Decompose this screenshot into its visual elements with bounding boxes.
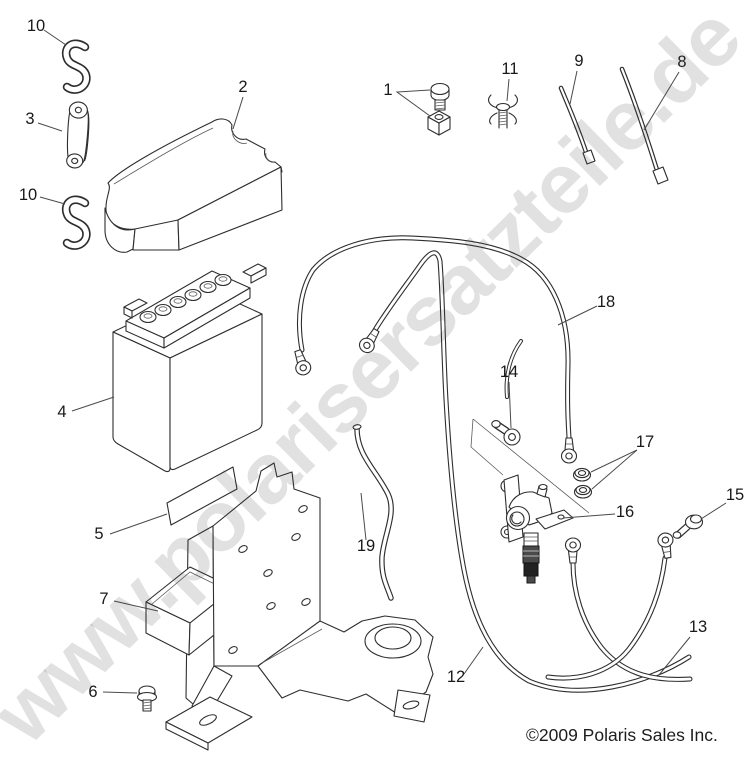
flange-nut [572, 467, 592, 482]
ring-terminal [560, 437, 578, 464]
battery [112, 263, 267, 473]
ring-terminal [294, 349, 312, 376]
callout-10b: 10 [19, 186, 37, 204]
callout-5: 5 [94, 525, 103, 543]
s-hook-top [61, 39, 91, 94]
callout-6: 6 [88, 683, 97, 701]
callout-7: 7 [99, 590, 108, 608]
s-hook-bottom [61, 195, 91, 250]
callout-1: 1 [383, 81, 392, 99]
solenoid [500, 474, 574, 584]
flange-bolt-6 [136, 685, 158, 712]
mount-panel-outline [470, 418, 590, 514]
callout-13: 13 [689, 618, 707, 636]
battery-pad [166, 466, 238, 526]
battery-strap-link [66, 101, 90, 169]
solenoid-cable [545, 555, 668, 681]
leader-lines [37, 29, 727, 694]
callout-17: 17 [636, 433, 654, 451]
battery-cable-18 [296, 235, 572, 441]
callout-3: 3 [25, 110, 34, 128]
hold-down-rod-9 [558, 85, 596, 165]
callouts: 10 3 10 2 4 5 7 6 1 11 9 8 18 14 17 16 1… [19, 17, 744, 701]
callout-11: 11 [501, 60, 518, 78]
callout-18: 18 [597, 293, 615, 311]
flange-nut [573, 484, 593, 499]
battery-cover [104, 118, 283, 253]
callout-2: 2 [238, 78, 247, 96]
battery-cable-13 [570, 560, 693, 682]
ring-terminal [657, 532, 674, 559]
battery-tray-bracket [145, 462, 434, 751]
copyright-text: ©2009 Polaris Sales Inc. [526, 725, 718, 745]
callout-19: 19 [357, 537, 375, 555]
vent-tube-19 [352, 424, 394, 601]
callout-9: 9 [574, 52, 583, 70]
callout-14: 14 [500, 363, 518, 381]
hold-down-rod-8 [619, 66, 669, 185]
ring-terminal [564, 537, 582, 564]
hex-bolt-15 [672, 514, 704, 539]
callout-15: 15 [726, 486, 744, 504]
callout-16: 16 [616, 503, 634, 521]
bolt-and-square-nut [427, 82, 451, 136]
callout-12: 12 [447, 668, 465, 686]
socket-bolt-14 [491, 420, 521, 446]
harness-strand [504, 339, 523, 399]
push-nut-clip [488, 94, 518, 129]
battery-cable-12 [372, 250, 692, 693]
callout-4: 4 [57, 403, 66, 421]
callout-8: 8 [677, 53, 686, 71]
ring-terminal [358, 327, 380, 354]
callout-10a: 10 [27, 17, 45, 35]
